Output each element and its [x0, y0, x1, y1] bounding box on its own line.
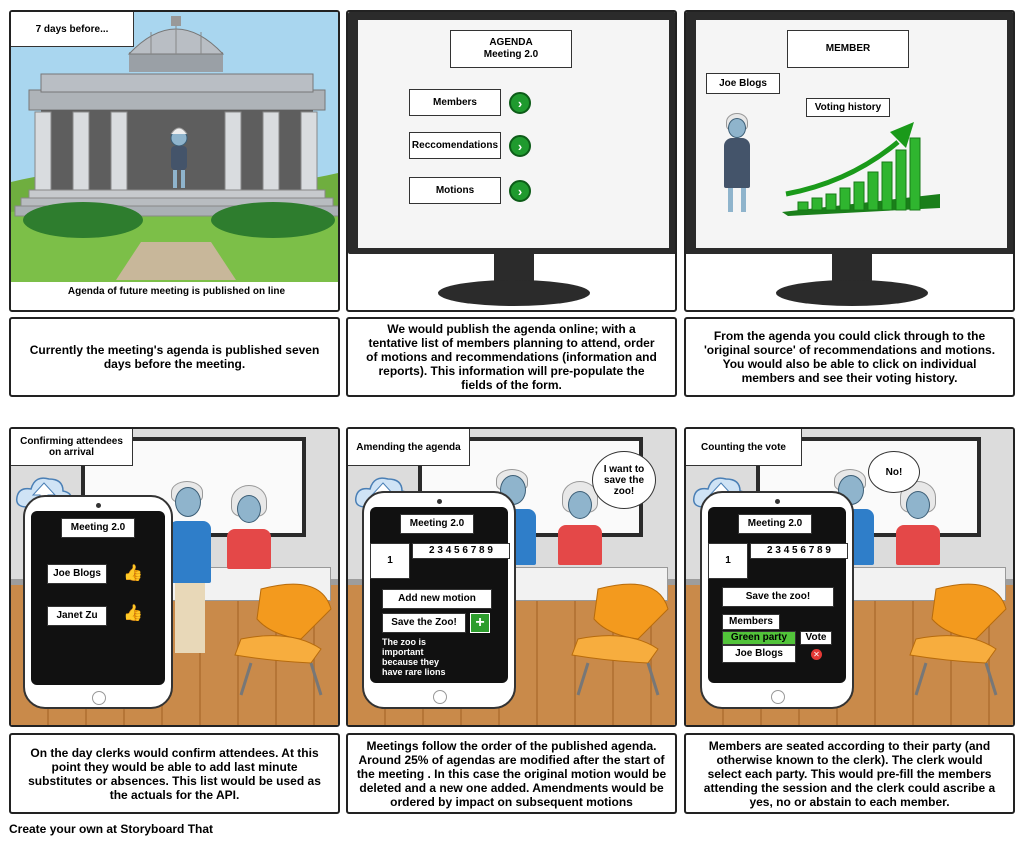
vote-label: Vote	[800, 631, 832, 645]
attendee-avatar	[906, 491, 930, 519]
meeting-label: Meeting 2.0	[400, 514, 474, 534]
attendee-janet-zu[interactable]: Janet Zu	[47, 606, 107, 626]
panel-5: I want to save the zoo! Meeting 2.0 1 2 …	[346, 427, 677, 727]
orange-chair	[234, 583, 332, 696]
motion-title[interactable]: Save the Zoo!	[382, 613, 466, 633]
panel-5-caption: Meetings follow the order of the publish…	[346, 733, 677, 814]
panel-4: Meeting 2.0 Joe Blogs 👍 Janet Zu 👍 Confi…	[9, 427, 340, 727]
motion-description: The zoo is important because they have r…	[382, 637, 446, 677]
orange-chair	[571, 583, 669, 696]
agenda-number-list[interactable]: 2 3 4 5 6 7 8 9	[412, 543, 510, 559]
panel-1-bottom-text: Agenda of future meeting is published on…	[67, 286, 286, 297]
orange-chair	[909, 583, 1007, 696]
home-button[interactable]	[92, 691, 106, 705]
panel-2-caption: We would publish the agenda online; with…	[346, 317, 677, 397]
arrow-right-icon[interactable]: ›	[509, 92, 531, 114]
attendee-joe-blogs[interactable]: Joe Blogs	[47, 564, 107, 584]
monitor-base	[438, 280, 590, 306]
member-legs	[728, 188, 746, 212]
home-button[interactable]	[433, 690, 447, 704]
monitor-base	[776, 280, 928, 306]
add-plus-icon[interactable]: +	[470, 613, 490, 633]
tablet-screen	[31, 511, 165, 685]
panel-1: 7 days before... Agenda of future meetin…	[9, 10, 340, 312]
attendee-avatar	[568, 491, 592, 519]
arrow-right-icon[interactable]: ›	[509, 180, 531, 202]
tablet-device	[23, 495, 173, 709]
member-body	[724, 138, 750, 188]
panel-1-caption: Currently the meeting's agenda is publis…	[9, 317, 340, 397]
agenda-item-motions[interactable]: Motions	[409, 177, 501, 204]
footer-credit[interactable]: Create your own at Storyboard That	[9, 822, 214, 836]
panel-4-tag: Confirming attendees on arrival	[11, 429, 133, 466]
panel-3-caption: From the agenda you could click through …	[684, 317, 1015, 397]
agenda-number-list[interactable]: 2 3 4 5 6 7 8 9	[750, 543, 848, 559]
panel-1-tag: 7 days before...	[11, 12, 134, 47]
panel-4-caption: On the day clerks would confirm attendee…	[9, 733, 340, 814]
meeting-label: Meeting 2.0	[738, 514, 812, 534]
home-button[interactable]	[771, 690, 785, 704]
member-name[interactable]: Joe Blogs	[706, 73, 780, 94]
agenda-item-members[interactable]: Members	[409, 89, 501, 116]
thumbs-up-icon[interactable]: 👍	[123, 565, 143, 582]
panel-6-tag: Counting the vote	[686, 429, 802, 466]
panel-6-caption: Members are seated according to their pa…	[684, 733, 1015, 814]
panel-6: No! Meeting 2.0 1 2 3 4 5 6 7 8 9 Save t…	[684, 427, 1015, 727]
agenda-item-recommendations[interactable]: Reccomendations	[409, 132, 501, 159]
speech-bubble: No!	[868, 451, 920, 493]
attendee-avatar	[500, 475, 526, 505]
members-label: Members	[722, 614, 780, 630]
arrow-right-icon[interactable]: ›	[509, 135, 531, 157]
speech-bubble: I want to save the zoo!	[592, 451, 656, 509]
add-new-motion-button[interactable]: Add new motion	[382, 589, 492, 609]
agenda-title: AGENDA Meeting 2.0	[450, 30, 572, 68]
attendee-avatar	[237, 495, 261, 523]
vote-no-icon[interactable]: ✕	[811, 649, 822, 660]
panel-2: AGENDA Meeting 2.0 Members › Reccomendat…	[346, 10, 677, 312]
growth-chart-icon	[782, 122, 940, 216]
panel-5-tag: Amending the agenda	[348, 429, 470, 466]
agenda-title-line1: AGENDA	[489, 37, 533, 48]
member-avatar	[728, 118, 746, 138]
government-building-illustration	[11, 12, 338, 310]
agenda-number-1[interactable]: 1	[370, 543, 410, 579]
member-joe-blogs[interactable]: Joe Blogs	[722, 645, 796, 663]
thumbs-up-icon[interactable]: 👍	[123, 605, 143, 622]
attendee-avatar	[175, 487, 201, 517]
meeting-label: Meeting 2.0	[61, 518, 135, 538]
agenda-title-line2: Meeting 2.0	[483, 49, 539, 60]
member-title: MEMBER	[787, 30, 909, 68]
panel-3: MEMBER Joe Blogs Voting history	[684, 10, 1015, 312]
voting-history-label[interactable]: Voting history	[806, 98, 890, 117]
agenda-number-1[interactable]: 1	[708, 543, 748, 579]
motion-title[interactable]: Save the zoo!	[722, 587, 834, 607]
party-green-button[interactable]: Green party	[722, 631, 796, 645]
